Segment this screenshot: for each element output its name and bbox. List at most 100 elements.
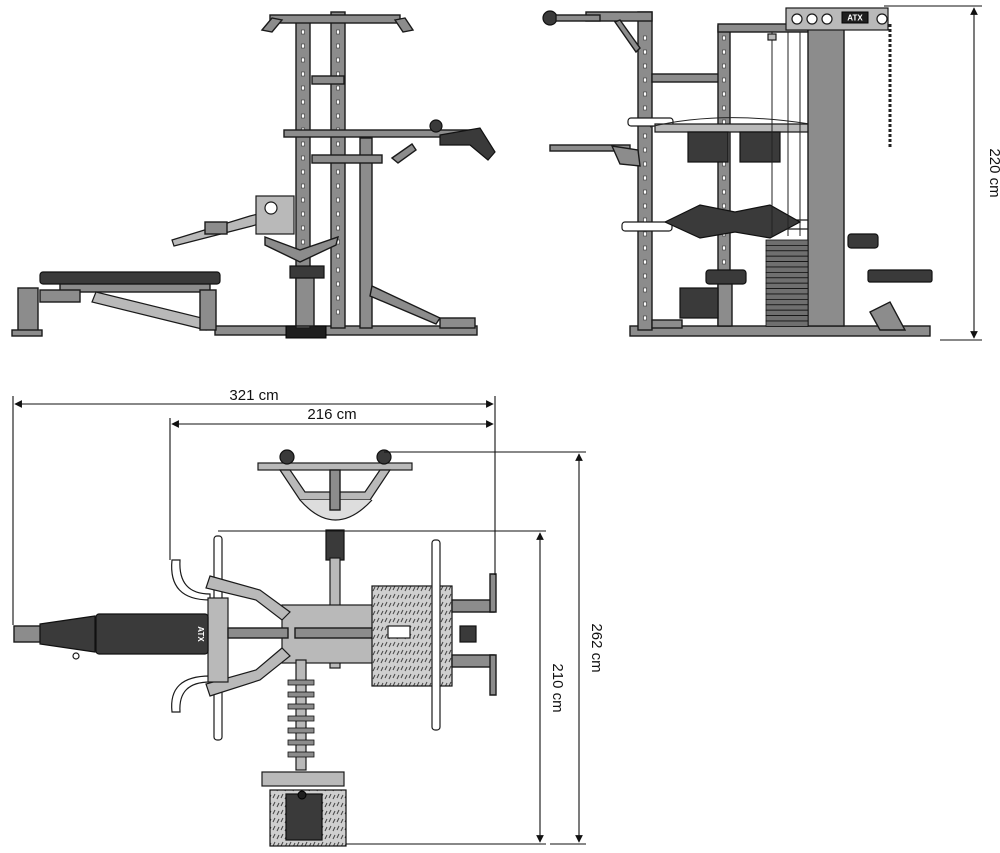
top-right-hook-lower: [489, 654, 497, 696]
side-base-rail: [214, 325, 478, 336]
lever-segment: [287, 715, 315, 722]
side-footrest: [289, 265, 325, 279]
upright-hole: [336, 57, 340, 63]
upright-hole: [336, 211, 340, 217]
upright-hole: [336, 183, 340, 189]
upright-hole: [643, 189, 647, 195]
front-pulley-2: [806, 13, 818, 25]
top-left-arm-lower: [205, 647, 291, 697]
upright-hole: [336, 43, 340, 49]
side-pullup-grip-right: [393, 17, 415, 33]
top-pullup-knob-right: [376, 449, 392, 465]
depth-total-label: 262 cm: [588, 623, 605, 672]
upright-hole: [336, 281, 340, 287]
upright-hole: [301, 99, 305, 105]
side-cross-beam-top: [311, 75, 345, 85]
side-rear-brace: [369, 284, 442, 325]
weight-plate: [765, 239, 809, 246]
upright-hole: [301, 239, 305, 245]
weight-plate: [765, 293, 809, 300]
weight-plate: [765, 271, 809, 279]
upright-hole: [643, 63, 647, 69]
weight-plate: [765, 277, 809, 284]
top-pullup-bar: [257, 462, 413, 471]
upright-hole: [722, 161, 726, 167]
upright-hole: [301, 183, 305, 189]
top-right-post: [431, 539, 441, 731]
front-plate-holder: [679, 287, 719, 319]
front-press-handle-left: [621, 221, 673, 232]
upright-hole: [643, 203, 647, 209]
top-lower-lever: [287, 679, 315, 758]
weight-plate: [765, 315, 809, 322]
front-seat-post: [717, 283, 733, 327]
side-vbar: [264, 235, 339, 263]
top-bench-rail: [227, 627, 289, 639]
side-bench-foot: [11, 329, 43, 337]
top-bench-seat: [39, 615, 96, 653]
front-spotter-arm: [549, 144, 631, 152]
weight-plate: [765, 266, 809, 273]
upright-hole: [301, 225, 305, 231]
upright-hole: [336, 253, 340, 259]
front-leg-roller: [847, 233, 879, 249]
front-leg-lever: [869, 301, 907, 331]
dimension-depth-frame: 210 cm: [218, 530, 566, 845]
total-width-label: 321 cm: [229, 387, 278, 404]
upright-hole: [336, 295, 340, 301]
upright-hole: [301, 57, 305, 63]
weight-plate: [765, 250, 809, 257]
upright-hole: [643, 161, 647, 167]
front-leg-pad: [867, 269, 933, 283]
top-pullup-spine: [329, 469, 341, 511]
upright-hole: [301, 85, 305, 91]
upright-hole: [301, 71, 305, 77]
upright-hole: [336, 113, 340, 119]
upright-hole: [722, 77, 726, 83]
front-logo-plate: [841, 11, 869, 24]
dimension-frame-width: 216 cm: [169, 406, 494, 560]
upright-hole: [301, 141, 305, 147]
dimension-depth-total: 262 cm: [384, 451, 605, 845]
front-upper-arm: [654, 123, 811, 133]
side-cross-beam-mid: [311, 154, 383, 164]
upright-hole: [643, 91, 647, 97]
front-view: ATX: [542, 7, 933, 337]
lever-segment: [287, 703, 315, 710]
upright-hole: [336, 309, 340, 315]
upright-hole: [643, 301, 647, 307]
lever-segment: [287, 751, 315, 758]
upright-hole: [643, 287, 647, 293]
upright-hole: [722, 49, 726, 55]
upright-hole: [643, 315, 647, 321]
weight-plate: [765, 304, 809, 311]
upright-hole: [336, 141, 340, 147]
side-bench-leg-hold: [39, 289, 81, 303]
upright-hole: [643, 231, 647, 237]
upright-hole: [643, 175, 647, 181]
front-press-arm: [663, 204, 802, 239]
upright-hole: [336, 85, 340, 91]
upright-hole: [301, 211, 305, 217]
front-seat: [705, 269, 747, 285]
upright-hole: [722, 91, 726, 97]
top-foot-knob: [297, 790, 307, 800]
top-left-handle-lower: [171, 675, 211, 713]
front-spotter-clamp: [610, 145, 641, 167]
upright-hole: [301, 169, 305, 175]
top-bench-frame-end: [207, 597, 229, 683]
dimension-total-width: 321 cm: [12, 387, 496, 625]
front-pullup-knob: [542, 10, 558, 26]
front-pec-pad-right: [739, 131, 781, 163]
front-pulley-1: [791, 13, 803, 25]
front-pulley-4: [876, 13, 888, 25]
top-foot-pad: [285, 793, 323, 841]
side-pullup-bar: [269, 14, 401, 24]
side-dip-grip: [390, 143, 417, 164]
front-pec-pad-left: [687, 131, 729, 163]
upright-hole: [722, 35, 726, 41]
lever-segment: [287, 691, 315, 698]
frame-width-label: 216 cm: [307, 406, 356, 423]
front-top-gusset: [613, 19, 641, 54]
